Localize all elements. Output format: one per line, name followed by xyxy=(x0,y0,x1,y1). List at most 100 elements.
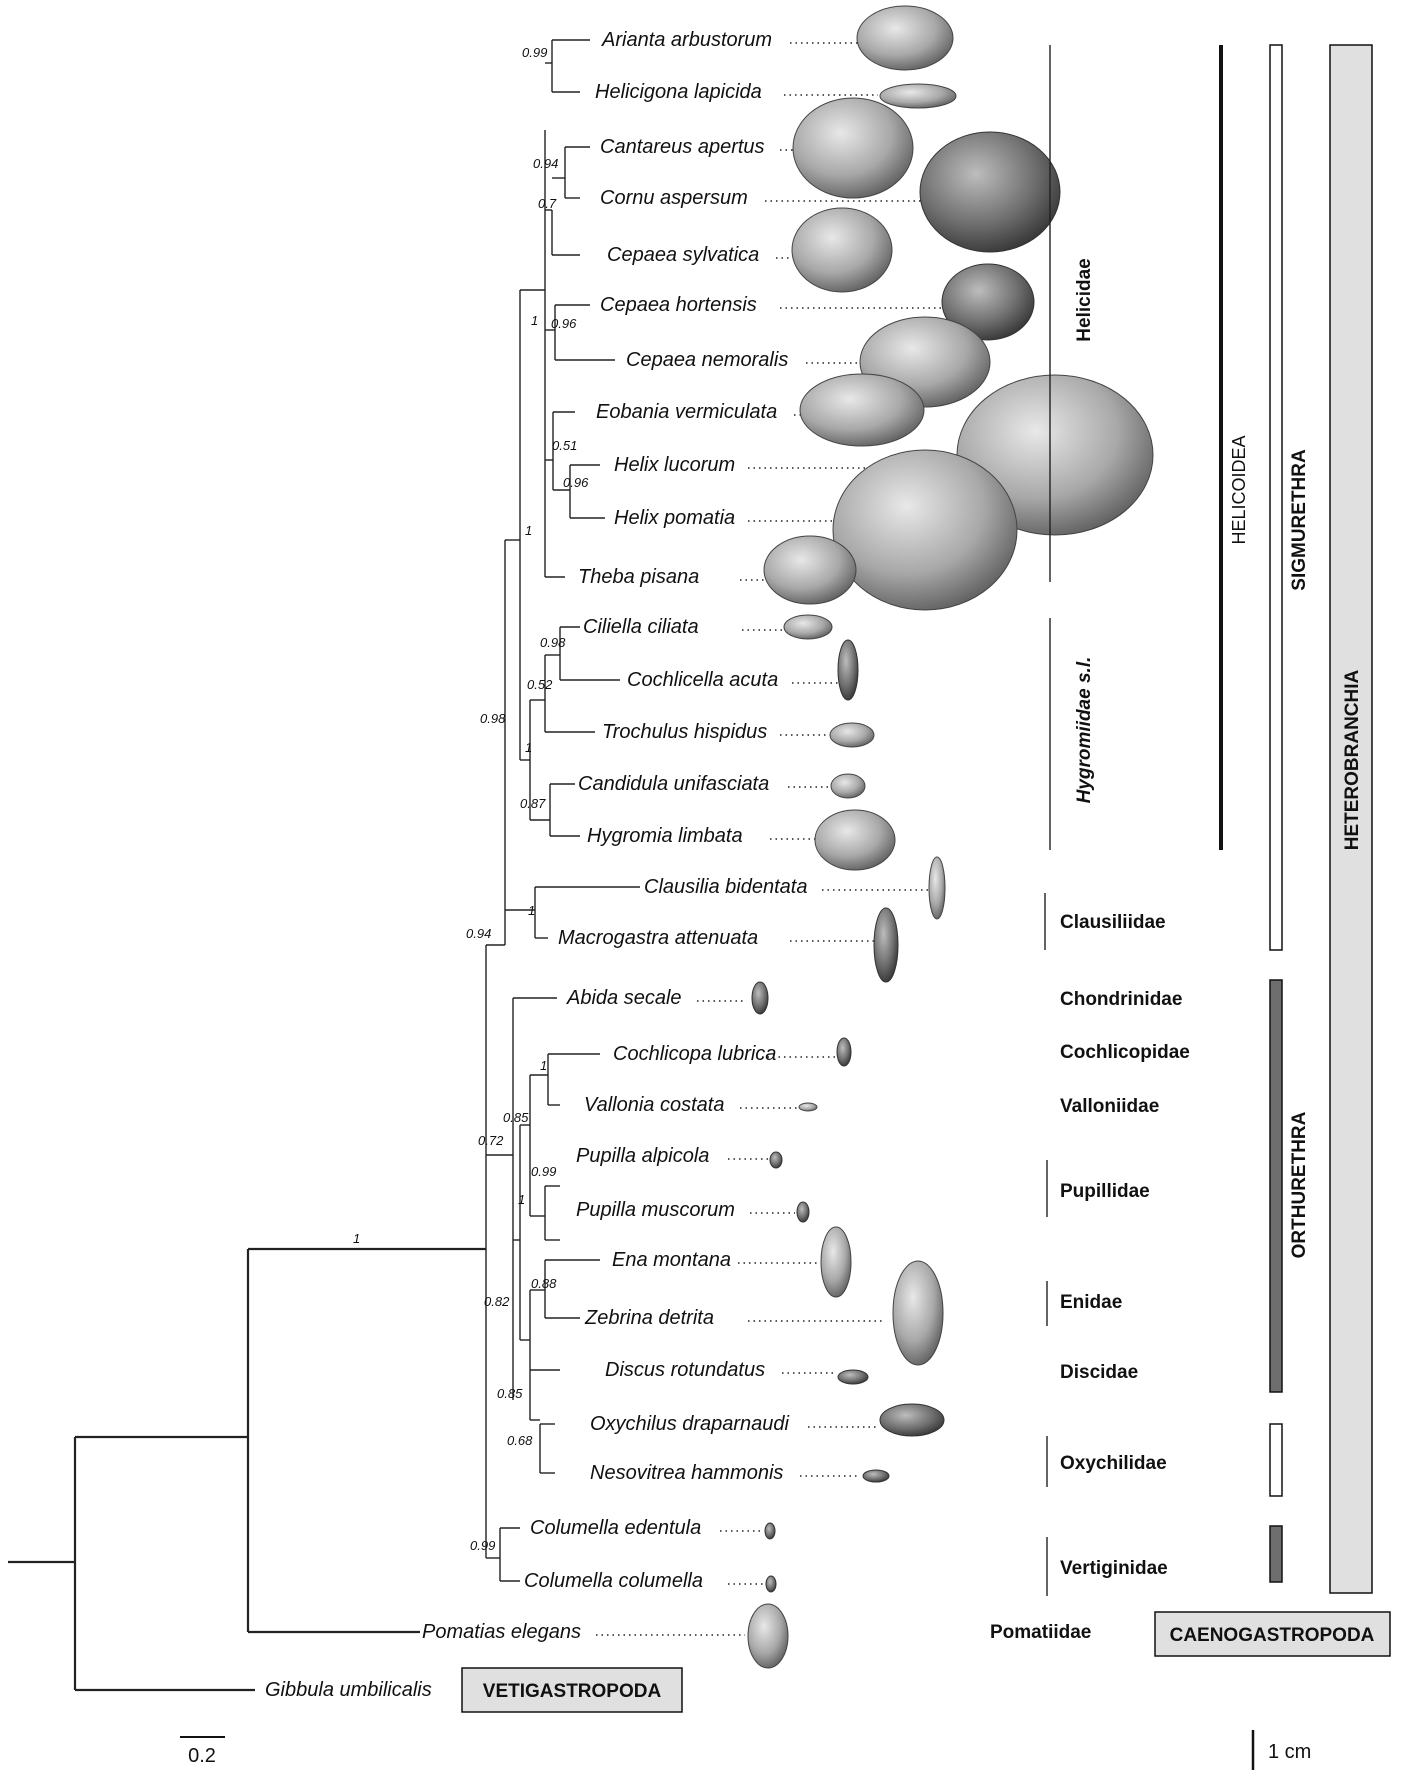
shell-icon xyxy=(766,1576,776,1592)
taxon-label: Ciliella ciliata xyxy=(583,616,699,638)
shell-icon xyxy=(893,1261,943,1365)
family-label: Chondrinidae xyxy=(1060,989,1182,1010)
family-label: Valloniidae xyxy=(1060,1096,1159,1117)
support-value: 0.87 xyxy=(520,796,546,811)
family-label: Cochlicopidae xyxy=(1060,1042,1190,1063)
shell-icon xyxy=(792,208,892,292)
shell-icon xyxy=(838,640,858,700)
taxon-label: Helicigona lapicida xyxy=(595,81,762,103)
shell-icon xyxy=(880,1404,944,1436)
taxon-label: Oxychilus draparnaudi xyxy=(590,1413,790,1435)
taxon-label: Pupilla alpicola xyxy=(576,1145,709,1167)
bar-orthurethra xyxy=(1270,980,1282,1392)
support-value: 0.85 xyxy=(503,1110,529,1125)
taxon-label: Hygromia limbata xyxy=(587,825,743,847)
taxon-label: Cantareus apertus xyxy=(600,136,765,158)
shell-icon xyxy=(831,774,865,798)
support-value: 1 xyxy=(540,1058,547,1073)
shell-icon xyxy=(797,1202,809,1222)
taxon-label: Columella columella xyxy=(524,1570,703,1592)
shell-icon xyxy=(793,98,913,198)
support-value: 0.68 xyxy=(507,1433,533,1448)
taxon-label: Helix pomatia xyxy=(614,507,735,529)
support-value: 1 xyxy=(531,313,538,328)
family-label: Pupillidae xyxy=(1060,1181,1150,1202)
taxon-label: Cepaea sylvatica xyxy=(607,244,759,266)
taxon-label: Gibbula umbilicalis xyxy=(265,1679,432,1701)
shell-icon xyxy=(815,810,895,870)
taxon-label: Zebrina detrita xyxy=(584,1307,714,1329)
scale-label: 0.2 xyxy=(188,1745,216,1767)
shell-icon xyxy=(748,1604,788,1668)
bar-oxychilidae-white xyxy=(1270,1424,1282,1496)
tree-branches xyxy=(8,40,640,1690)
family-label: Enidae xyxy=(1060,1292,1122,1313)
support-value: 0.99 xyxy=(522,45,547,60)
group-label: SIGMURETHRA xyxy=(1289,449,1310,591)
scale-label: 1 cm xyxy=(1268,1741,1311,1763)
scale-bars: 0.2 1 cm xyxy=(180,1730,1311,1770)
taxon-label: Nesovitrea hammonis xyxy=(590,1462,783,1484)
family-label: Oxychilidae xyxy=(1060,1453,1167,1474)
support-value: 0.52 xyxy=(527,677,553,692)
shell-icon xyxy=(929,857,945,919)
support-value: 1 xyxy=(353,1231,360,1246)
taxon-label: Candidula unifasciata xyxy=(578,773,769,795)
group-label: CAENOGASTROPODA xyxy=(1170,1625,1375,1646)
taxon-label: Cepaea nemoralis xyxy=(626,349,788,371)
support-value: 0.94 xyxy=(533,156,558,171)
shell-icon xyxy=(837,1038,851,1066)
shell-icon xyxy=(752,982,768,1014)
support-value: 0.85 xyxy=(497,1386,523,1401)
taxon-label: Ena montana xyxy=(612,1249,731,1271)
taxon-label: Vallonia costata xyxy=(584,1094,724,1116)
bar-sigmurethra xyxy=(1270,45,1282,950)
family-label: Discidae xyxy=(1060,1362,1138,1383)
group-label: HETEROBRANCHIA xyxy=(1342,669,1363,850)
shell-icon xyxy=(874,908,898,982)
support-value: 0.88 xyxy=(531,1276,557,1291)
taxon-labels: Arianta arbustorum Helicigona lapicida C… xyxy=(265,29,807,1701)
bar-vertiginidae-dark xyxy=(1270,1526,1282,1582)
shell-icon xyxy=(833,450,1017,610)
support-value: 0.82 xyxy=(484,1294,510,1309)
taxon-label: Abida secale xyxy=(566,987,682,1009)
group-label: VETIGASTROPODA xyxy=(483,1681,662,1702)
taxon-label: Cochlicopa lubrica xyxy=(613,1043,776,1065)
taxon-label: Pomatias elegans xyxy=(422,1621,581,1643)
support-values: 0.99 0.94 0.7 1 0.96 0.51 0.96 1 0.98 0.… xyxy=(353,45,589,1553)
taxon-label: Helix lucorum xyxy=(614,454,735,476)
taxon-label: Macrogastra attenuata xyxy=(558,927,758,949)
support-value: 0.94 xyxy=(466,926,491,941)
support-value: 0.99 xyxy=(470,1538,495,1553)
family-label: Clausiliidae xyxy=(1060,912,1166,933)
group-label: ORTHURETHRA xyxy=(1289,1111,1310,1258)
shell-icon xyxy=(764,536,856,604)
shell-icon xyxy=(838,1370,868,1384)
shell-icon xyxy=(770,1152,782,1168)
family-label: Hygromiidae s.l. xyxy=(1074,657,1095,804)
support-value: 0.98 xyxy=(540,635,566,650)
family-label: Pomatiidae xyxy=(990,1622,1091,1643)
taxon-label: Columella edentula xyxy=(530,1517,701,1539)
group-label: HELICOIDEA xyxy=(1229,435,1249,544)
support-value: 1 xyxy=(525,740,532,755)
taxon-label: Cepaea hortensis xyxy=(600,294,757,316)
taxon-label: Pupilla muscorum xyxy=(576,1199,735,1221)
support-value: 1 xyxy=(518,1192,525,1207)
shell-icon xyxy=(799,1103,817,1111)
taxon-label: Theba pisana xyxy=(578,566,699,588)
support-value: 0.96 xyxy=(563,475,589,490)
taxon-label: Cochlicella acuta xyxy=(627,669,778,691)
support-value: 0.51 xyxy=(552,438,577,453)
shell-icon xyxy=(857,6,953,70)
shell-illustrations xyxy=(748,6,1153,1668)
support-value: 0.99 xyxy=(531,1164,556,1179)
taxon-label: Eobania vermiculata xyxy=(596,401,777,423)
taxon-label: Trochulus hispidus xyxy=(602,721,767,743)
support-value: 0.96 xyxy=(551,316,577,331)
shell-icon xyxy=(821,1227,851,1297)
shell-icon xyxy=(880,84,956,108)
